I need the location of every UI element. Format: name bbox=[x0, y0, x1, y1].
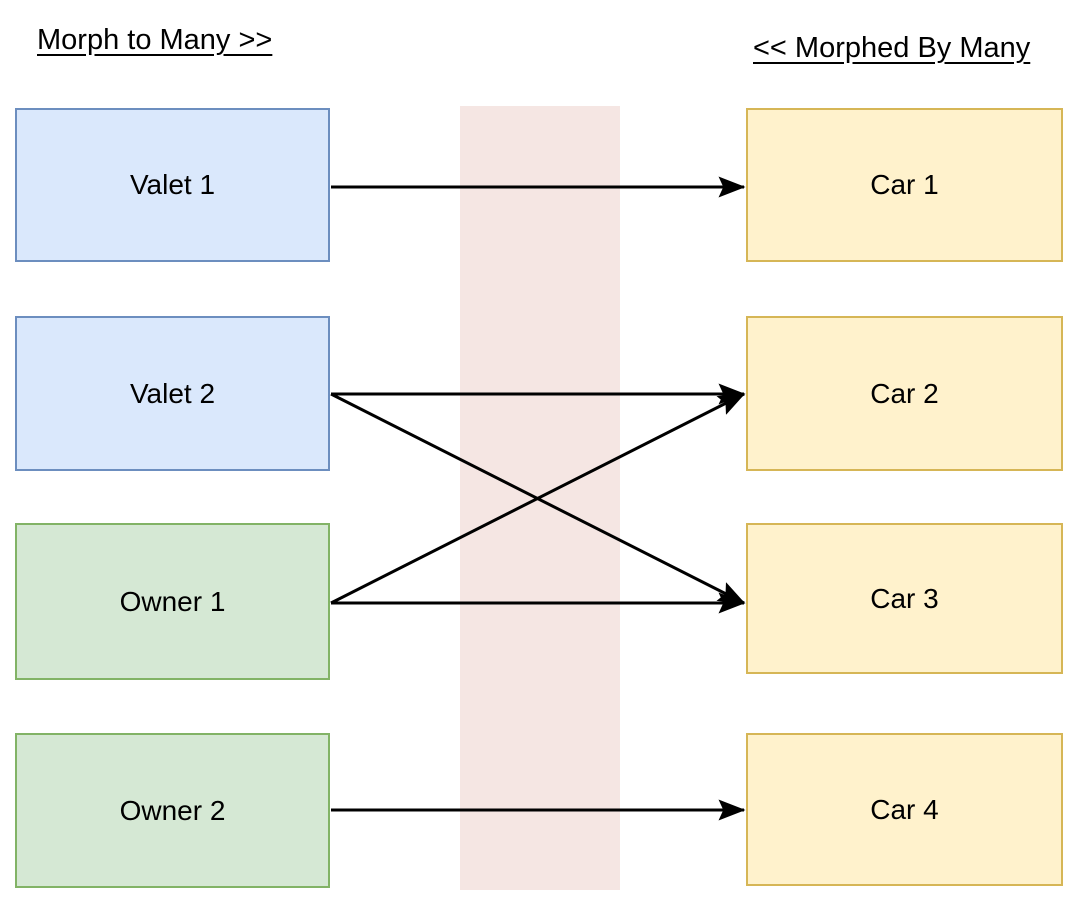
node-valet-2[interactable]: Valet 2 bbox=[15, 316, 330, 471]
left-column-header: Morph to Many >> bbox=[37, 24, 273, 56]
node-car-2[interactable]: Car 2 bbox=[746, 316, 1063, 471]
highlight-band bbox=[460, 106, 620, 890]
node-label: Valet 2 bbox=[129, 377, 216, 409]
node-car-3[interactable]: Car 3 bbox=[746, 523, 1063, 674]
right-column-header: << Morphed By Many bbox=[753, 32, 1031, 64]
node-owner-2[interactable]: Owner 2 bbox=[15, 733, 330, 888]
node-label: Car 4 bbox=[870, 793, 939, 825]
node-label: Car 2 bbox=[870, 377, 939, 409]
node-owner-1[interactable]: Owner 1 bbox=[15, 523, 330, 680]
node-label: Car 1 bbox=[870, 169, 939, 200]
node-car-1[interactable]: Car 1 bbox=[746, 108, 1063, 262]
node-valet-1[interactable]: Valet 1 bbox=[15, 108, 330, 262]
node-label: Valet 1 bbox=[129, 169, 216, 200]
node-car-4[interactable]: Car 4 bbox=[746, 733, 1063, 886]
node-label: Car 3 bbox=[870, 582, 939, 614]
node-label: Owner 1 bbox=[119, 585, 226, 617]
node-label: Owner 2 bbox=[119, 794, 226, 826]
